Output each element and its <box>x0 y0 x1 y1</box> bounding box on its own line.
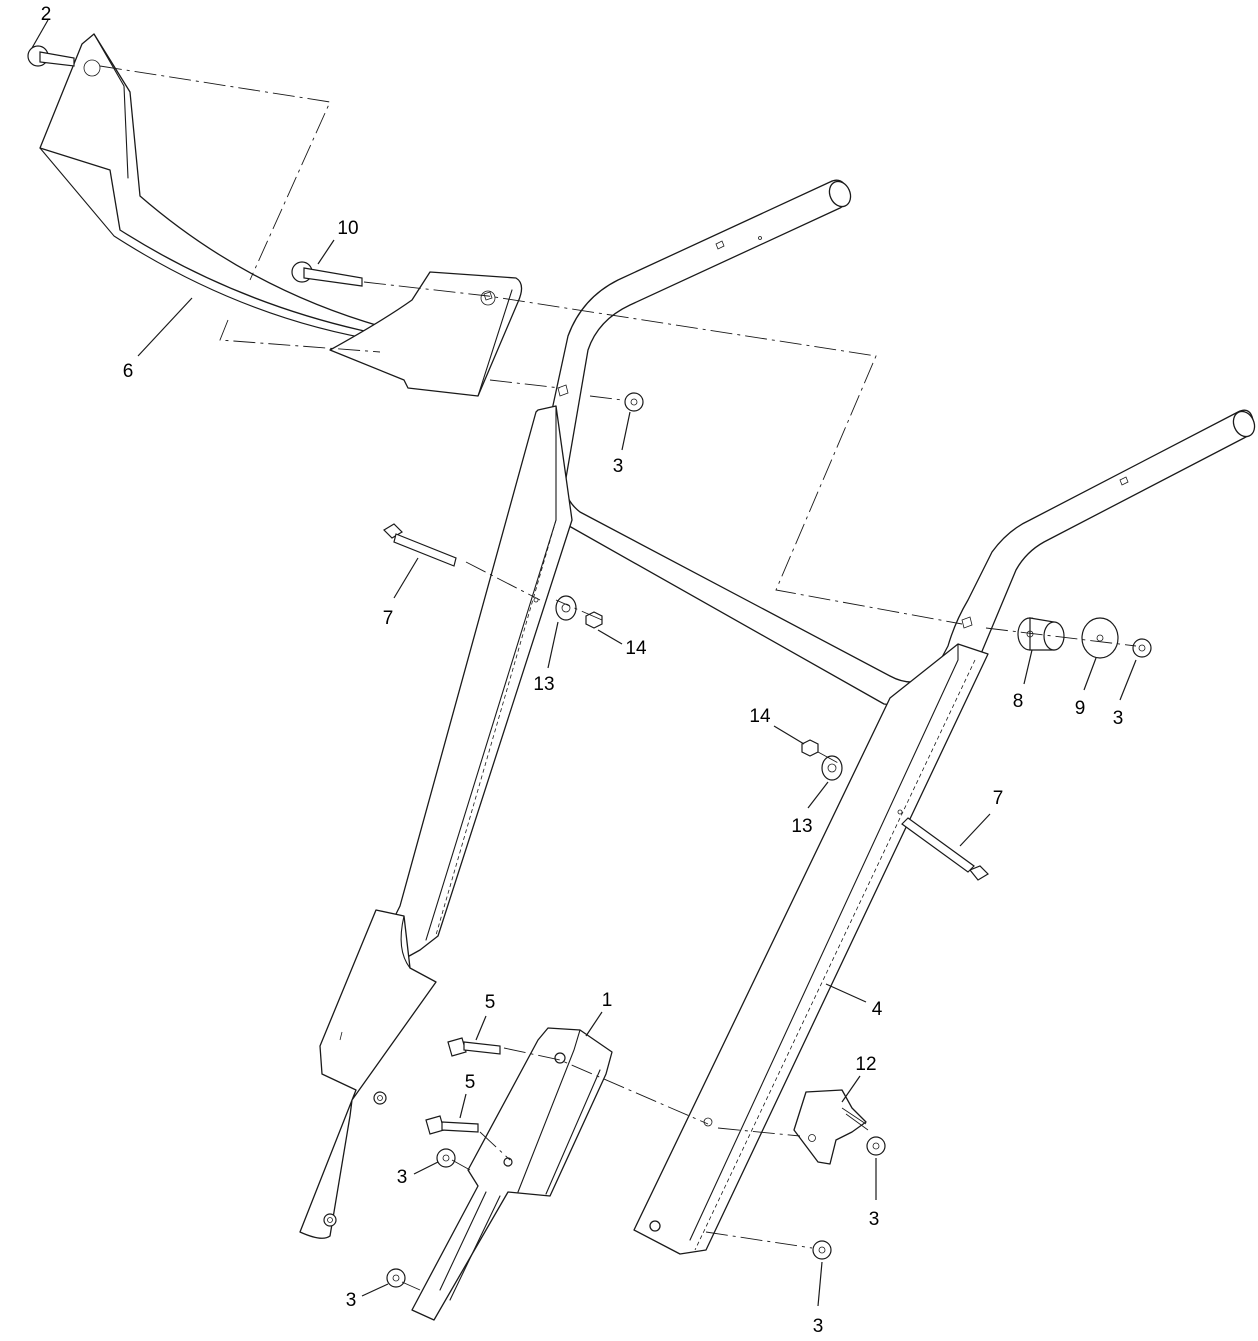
callout-3: 3 <box>613 456 624 477</box>
callout-8: 8 <box>1013 691 1024 712</box>
callout-3: 3 <box>869 1209 880 1230</box>
callout-6: 6 <box>123 361 134 382</box>
cover-part-6 <box>39 33 421 347</box>
callout-3: 3 <box>813 1316 824 1337</box>
bracket-part-1 <box>411 1027 613 1321</box>
callout-14: 14 <box>749 706 771 727</box>
leader-lines <box>31 19 1137 1307</box>
callout-labels: 2 10 6 3 7 14 13 8 9 3 14 13 7 5 1 4 12 … <box>41 4 1124 1337</box>
callout-2: 2 <box>41 4 52 25</box>
callout-3: 3 <box>346 1290 357 1311</box>
callout-13: 13 <box>791 816 812 837</box>
callout-7: 7 <box>383 608 394 629</box>
callout-1: 1 <box>602 990 613 1011</box>
callout-14: 14 <box>625 638 647 659</box>
callout-5: 5 <box>485 992 496 1013</box>
hardware <box>27 45 1152 1288</box>
nut-3 <box>386 392 1152 1288</box>
center-lines <box>99 65 1137 1291</box>
bracket-part-12 <box>793 1089 869 1165</box>
callout-12: 12 <box>855 1054 876 1075</box>
callout-5: 5 <box>465 1072 476 1093</box>
callout-4: 4 <box>872 999 883 1020</box>
left-lower-bracket <box>299 909 437 1239</box>
callout-3: 3 <box>1113 708 1124 729</box>
callout-7: 7 <box>993 788 1004 809</box>
callout-10: 10 <box>337 218 358 239</box>
callout-3: 3 <box>397 1167 408 1188</box>
cover-right <box>329 271 523 397</box>
callout-9: 9 <box>1075 698 1086 719</box>
handle-tube <box>393 179 1256 1255</box>
callout-13: 13 <box>533 674 554 695</box>
